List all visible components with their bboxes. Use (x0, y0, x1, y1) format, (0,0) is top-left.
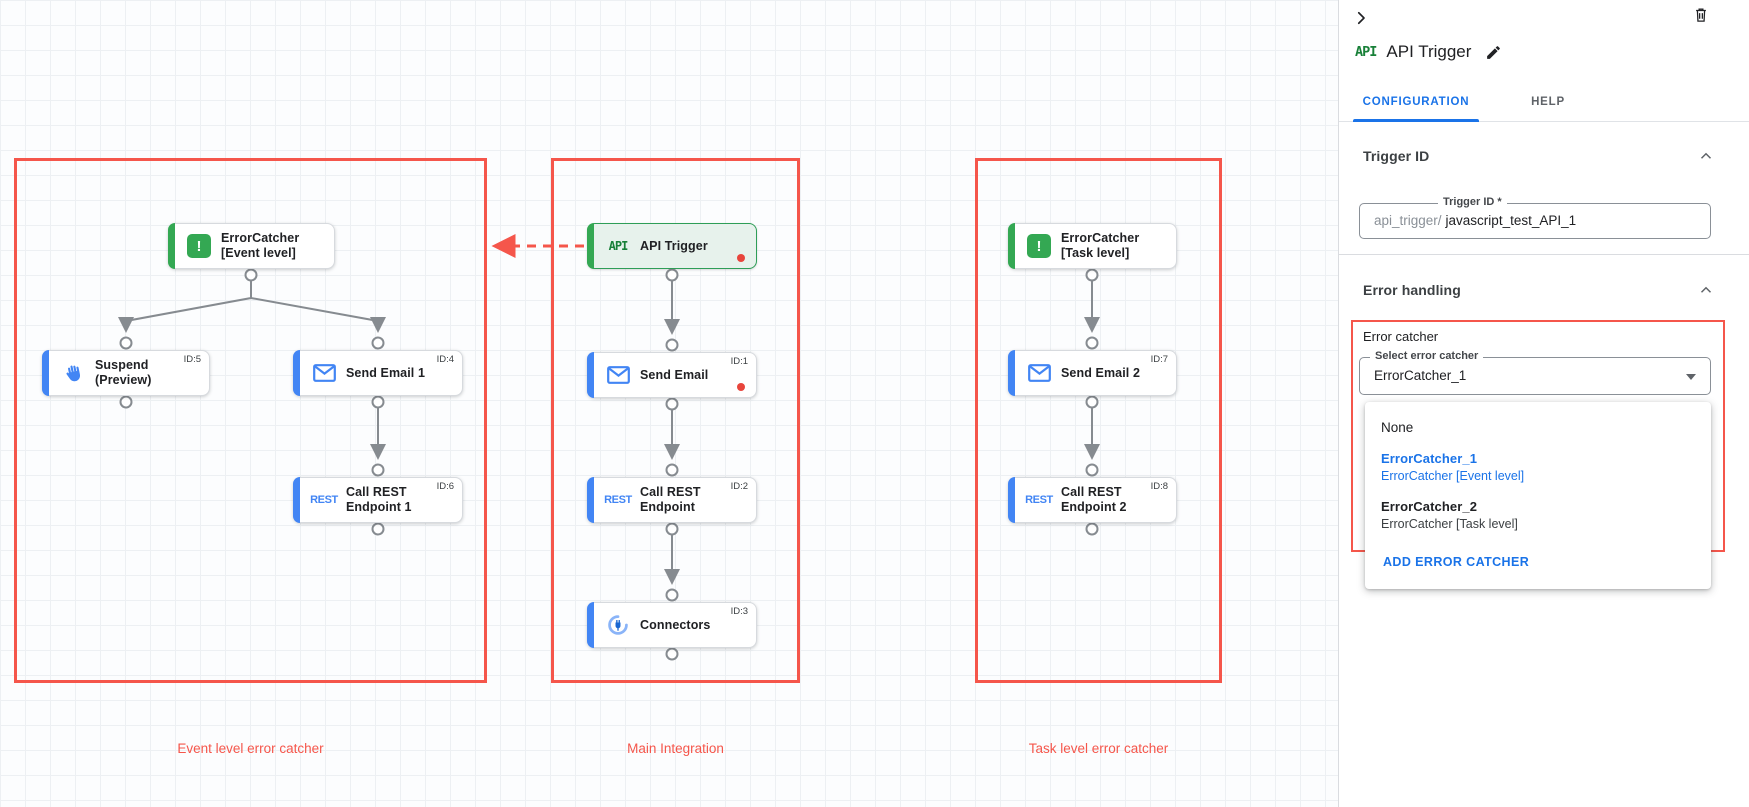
trigger-id-section-heading: Trigger ID (1363, 148, 1430, 164)
mail-icon (302, 364, 346, 382)
node-accent-bar (587, 352, 594, 398)
unconfigured-status-dot (737, 254, 745, 262)
event-level-group-box (14, 158, 487, 683)
error-catcher-icon (187, 234, 211, 258)
rest-icon: REST (310, 494, 338, 506)
node-label: Call REST Endpoint (640, 485, 701, 514)
unconfigured-status-dot (737, 383, 745, 391)
node-id-badge: ID:3 (730, 606, 748, 617)
node-send-email-2[interactable]: Send Email 2 ID:7 (1008, 350, 1177, 396)
node-accent-bar (42, 350, 49, 396)
node-accent-bar (1008, 223, 1015, 269)
node-label: ErrorCatcher [Task level] (1061, 231, 1140, 260)
menu-option-errorcatcher-1[interactable]: ErrorCatcher_1 ErrorCatcher [Event level… (1365, 443, 1711, 491)
main-integration-group-box (551, 158, 800, 683)
edges-layer (118, 234, 1100, 661)
tab-help[interactable]: HELP (1531, 95, 1565, 108)
dropdown-caret-icon (1686, 374, 1696, 380)
node-label: Connectors (640, 617, 711, 632)
error-catcher-select-value: ErrorCatcher_1 (1374, 368, 1467, 383)
node-id-badge: ID:6 (436, 481, 454, 492)
menu-option-none[interactable]: None (1381, 420, 1414, 435)
node-accent-bar (293, 350, 300, 396)
error-catcher-icon (1027, 234, 1051, 258)
node-errorcatcher-task-level[interactable]: ErrorCatcher [Task level] (1008, 223, 1177, 269)
node-label: Send Email 2 (1061, 365, 1141, 380)
node-errorcatcher-event-level[interactable]: ErrorCatcher [Event level] (168, 223, 335, 269)
node-label: Send Email (640, 367, 709, 382)
rest-icon: REST (604, 494, 632, 506)
integration-canvas[interactable]: Event level error catcher Main Integrati… (0, 0, 1338, 807)
option-description: ErrorCatcher [Event level] (1381, 469, 1525, 483)
group-label-main-integration: Main Integration (627, 741, 724, 756)
trigger-id-field-label: Trigger ID * (1438, 196, 1507, 208)
node-label: Send Email 1 (346, 365, 426, 380)
rest-icon: REST (1025, 494, 1053, 506)
collapse-panel-button[interactable] (1349, 6, 1373, 30)
mail-icon (1017, 364, 1061, 382)
error-catcher-group-label: Error catcher (1363, 329, 1439, 344)
node-accent-bar (293, 477, 300, 523)
group-label-event-level: Event level error catcher (177, 741, 324, 756)
node-accent-bar (587, 223, 594, 269)
active-tab-underline (1353, 119, 1479, 122)
node-label: ErrorCatcher [Event level] (221, 231, 300, 260)
panel-title: API Trigger (1386, 42, 1472, 61)
node-send-email[interactable]: Send Email ID:1 (587, 352, 757, 398)
node-id-badge: ID:2 (730, 481, 748, 492)
node-label: Suspend (Preview) (95, 358, 152, 387)
tab-configuration[interactable]: CONFIGURATION (1362, 95, 1470, 108)
add-error-catcher-button[interactable]: ADD ERROR CATCHER (1383, 555, 1530, 569)
collapse-trigger-id-icon[interactable] (1697, 147, 1715, 165)
group-label-task-level: Task level error catcher (1028, 741, 1169, 756)
delete-trigger-button[interactable] (1689, 3, 1713, 27)
node-send-email-1[interactable]: Send Email 1 ID:4 (293, 350, 463, 396)
node-call-rest-endpoint[interactable]: REST Call REST Endpoint ID:2 (587, 477, 757, 523)
api-trigger-logo-icon: API (1355, 44, 1377, 60)
hand-icon (51, 363, 95, 384)
option-description: ErrorCatcher [Task level] (1381, 517, 1518, 531)
node-suspend-preview[interactable]: Suspend (Preview) ID:5 (42, 350, 210, 396)
node-call-rest-endpoint-1[interactable]: REST Call REST Endpoint 1 ID:6 (293, 477, 463, 523)
trigger-id-field[interactable]: Trigger ID * api_trigger/javascript_test… (1359, 196, 1711, 239)
option-name: ErrorCatcher_2 (1381, 499, 1478, 514)
node-accent-bar (1008, 350, 1015, 396)
node-id-badge: ID:5 (183, 354, 201, 365)
config-panel: API API Trigger CONFIGURATION HELP Trigg… (1338, 0, 1749, 807)
option-name: ErrorCatcher_1 (1381, 451, 1478, 466)
node-call-rest-endpoint-2[interactable]: REST Call REST Endpoint 2 ID:8 (1008, 477, 1177, 523)
node-connectors[interactable]: Connectors ID:3 (587, 602, 757, 648)
node-label: Call REST Endpoint 2 (1061, 485, 1127, 514)
trigger-id-prefix: api_trigger/ (1374, 213, 1442, 228)
node-accent-bar (168, 223, 175, 269)
edit-title-icon[interactable] (1481, 40, 1505, 64)
connector-icon (596, 614, 640, 636)
node-accent-bar (587, 602, 594, 648)
node-id-badge: ID:7 (1150, 354, 1168, 365)
node-accent-bar (587, 477, 594, 523)
trigger-id-value: javascript_test_API_1 (1445, 213, 1577, 228)
error-catcher-dropdown-menu: None ErrorCatcher_1 ErrorCatcher [Event … (1365, 402, 1711, 589)
api-icon: API (608, 239, 629, 253)
node-id-badge: ID:1 (730, 356, 748, 367)
node-accent-bar (1008, 477, 1015, 523)
collapse-error-handling-icon[interactable] (1697, 281, 1715, 299)
section-divider (1339, 254, 1749, 255)
error-catcher-select[interactable]: Select error catcher ErrorCatcher_1 (1359, 350, 1711, 395)
mail-icon (596, 366, 640, 384)
node-label: API Trigger (640, 238, 708, 253)
menu-option-errorcatcher-2[interactable]: ErrorCatcher_2 ErrorCatcher [Task level] (1365, 491, 1711, 539)
node-id-badge: ID:4 (436, 354, 454, 365)
node-label: Call REST Endpoint 1 (346, 485, 412, 514)
task-level-group-box (975, 158, 1222, 683)
panel-tabs: CONFIGURATION HELP (1339, 82, 1749, 122)
error-catcher-select-label: Select error catcher (1370, 350, 1484, 362)
node-api-trigger[interactable]: API API Trigger (587, 223, 757, 269)
error-handling-section-heading: Error handling (1363, 282, 1461, 298)
node-id-badge: ID:8 (1150, 481, 1168, 492)
